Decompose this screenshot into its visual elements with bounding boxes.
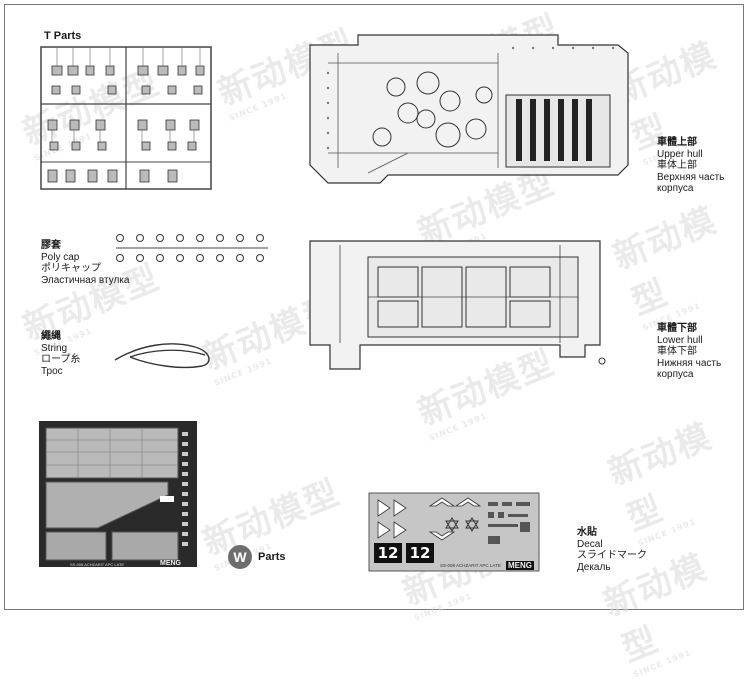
upper-hull-label: 車體上部 Upper hull 車体上部 Верхняя часть корпу…: [657, 137, 725, 194]
decal-label: 水貼 Decal スライドマーク Декаль: [577, 527, 647, 573]
page-frame: [4, 4, 744, 610]
w-parts-badge: W: [228, 545, 252, 569]
t-parts-title: T Parts: [44, 30, 82, 42]
decal-number-1: 12: [374, 543, 402, 563]
decal-code: SS-008 ACHZARIT APC LATE: [440, 563, 501, 568]
photo-etch-sheet: [39, 421, 197, 567]
t-parts-sprue: [40, 46, 212, 190]
decal-number-2: 12: [406, 543, 434, 563]
photo-etch-code: SS-008 ACHZARIT APC LATE: [70, 562, 125, 567]
poly-cap-sprue: [116, 234, 268, 262]
photo-etch-brand: MENG: [160, 560, 181, 567]
decal-brand: MENG: [506, 561, 534, 570]
w-parts-label: Parts: [258, 551, 286, 563]
upper-hull-drawing: [309, 34, 629, 184]
poly-cap-label: 膠套 Poly cap ポリキャップ Эластичная втулка: [41, 240, 130, 286]
string-drawing: [114, 343, 210, 369]
lower-hull-label: 車體下部 Lower hull 車体下部 Нижняя часть корпус…: [657, 323, 722, 380]
lower-hull-drawing: [309, 240, 606, 370]
string-label: 繩縄 String ロープ糸 Трос: [41, 331, 81, 377]
